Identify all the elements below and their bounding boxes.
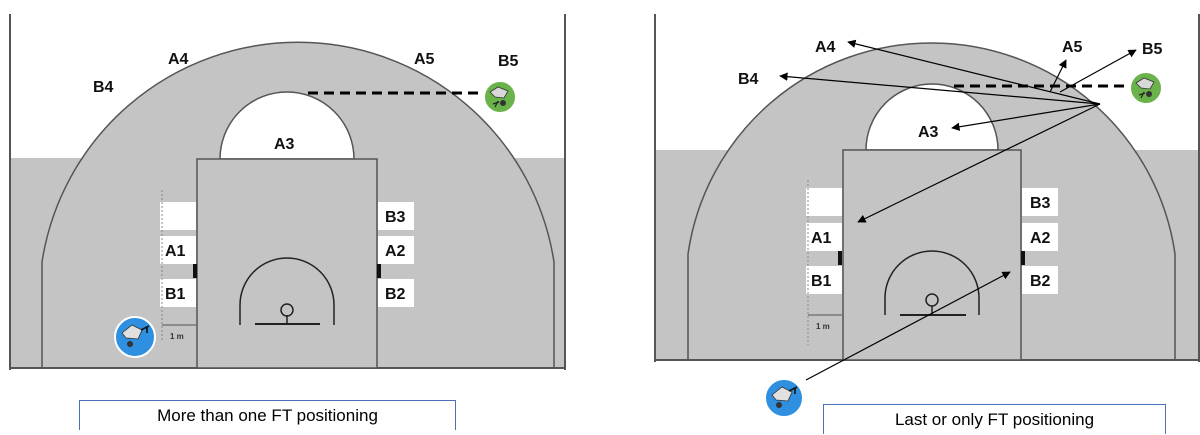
right-lane-space-b2: [1022, 266, 1058, 294]
right-label-a1: A1: [811, 230, 832, 247]
right-arrow-a3: [951, 103, 1101, 131]
right-arrow-a5: [1049, 59, 1067, 93]
left-label-a3: A3: [274, 136, 295, 153]
referee-blue-icon: [114, 316, 156, 358]
left-lane-space-b1: [160, 279, 196, 307]
left-lane-space-b3: [378, 202, 414, 230]
left-label-b3: B3: [385, 209, 406, 226]
right-label-a2: A2: [1030, 230, 1051, 247]
right-arrow-b5: [1059, 49, 1137, 93]
left-label-b2: B2: [385, 286, 406, 303]
left-distance-label: 1 m: [170, 332, 184, 341]
left-label-a4: A4: [168, 51, 189, 68]
right-neutral-mark: [838, 251, 842, 265]
left-label-b1: B1: [165, 286, 186, 303]
left-label-a1: A1: [165, 243, 186, 260]
right-arrow-b2: [805, 271, 1011, 381]
left-lane-space-empty: [160, 202, 196, 230]
right-restricted-arc: [884, 250, 980, 315]
left-free-throw-circle: [219, 91, 355, 160]
right-label-b1: B1: [811, 273, 832, 290]
left-caption: More than one FT positioning: [79, 400, 456, 430]
right-court: 1 m A4 A5 B4 B5 A3 B3 A1 A2 B1 B2: [654, 14, 1200, 418]
right-label-b3: B3: [1030, 195, 1051, 212]
right-arrow-a1: [857, 103, 1101, 223]
referee-blue-icon: [764, 378, 804, 418]
left-label-a2: A2: [385, 243, 406, 260]
right-caption: Last or only FT positioning: [823, 404, 1166, 434]
right-label-a3: A3: [918, 124, 939, 141]
right-lane-space-b3: [1022, 188, 1058, 216]
right-rim: [925, 293, 939, 307]
right-free-throw-circle: [865, 83, 999, 151]
right-caption-text: Last or only FT positioning: [894, 410, 1095, 429]
referee-green-icon: [483, 80, 517, 114]
left-rim: [280, 303, 294, 317]
right-arrow-a4: [847, 39, 1101, 105]
left-label-b5: B5: [498, 53, 519, 70]
left-lane-space-a2: [378, 236, 414, 264]
right-label-b2: B2: [1030, 273, 1051, 290]
right-lane-space-empty: [806, 188, 842, 216]
left-lane-space-a1: [160, 236, 196, 264]
left-lane-space-b2: [378, 279, 414, 307]
left-restricted-arc: [239, 257, 335, 325]
left-neutral-mark: [193, 264, 197, 278]
right-lane-space-b1: [806, 266, 842, 294]
right-lane-space-a2: [1022, 223, 1058, 251]
left-court: 1 m A4 A5 B4 B5 A3 B3 A1 A2 B1 B2: [9, 14, 566, 370]
right-label-b4: B4: [738, 71, 759, 88]
right-label-a4: A4: [815, 39, 836, 56]
left-key: [196, 158, 378, 369]
referee-green-icon: [1129, 71, 1163, 105]
right-neutral-mark-right: [1021, 251, 1025, 265]
left-label-a5: A5: [414, 51, 435, 68]
right-label-a5: A5: [1062, 39, 1083, 56]
right-key: [842, 149, 1022, 361]
left-label-b4: B4: [93, 79, 114, 96]
right-label-b5: B5: [1142, 41, 1163, 58]
right-distance-label: 1 m: [816, 322, 830, 331]
right-arrow-b4: [779, 72, 1101, 105]
right-lane-space-a1: [806, 223, 842, 251]
left-caption-text: More than one FT positioning: [157, 406, 378, 425]
left-neutral-mark-right: [377, 264, 381, 278]
